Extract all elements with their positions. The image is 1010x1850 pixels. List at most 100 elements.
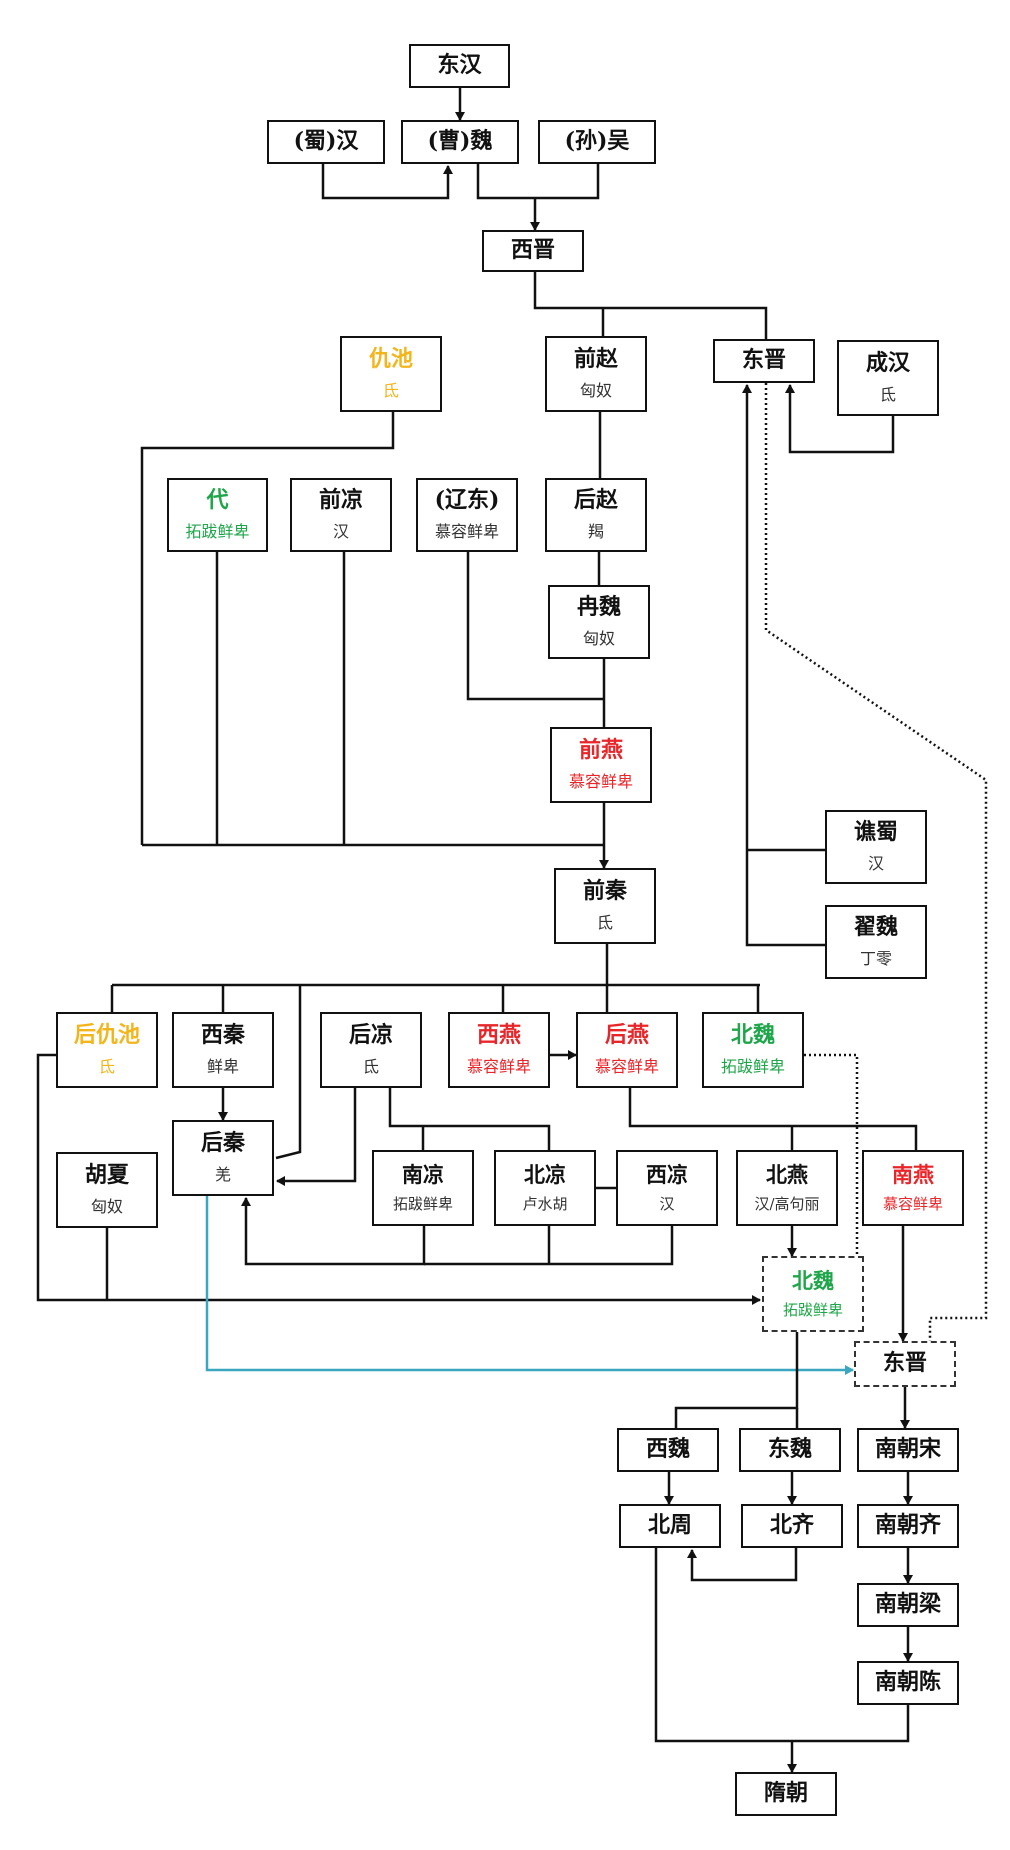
node-xiqin-ethnicity: 鲜卑 [206, 1056, 239, 1076]
node-houyan-name: 后燕 [604, 1022, 649, 1049]
node-dongjin-upper: 东晋 [713, 339, 815, 383]
node-houqin-ethnicity: 羌 [214, 1164, 231, 1184]
node-sunwu-name: (孙)吴 [564, 128, 630, 155]
node-donghan-name: 东汉 [437, 52, 482, 79]
node-caowei: (曹)魏 [401, 120, 519, 164]
node-beiliang: 北凉卢水胡 [494, 1150, 596, 1226]
node-beiwei-lower-name: 北魏 [792, 1267, 834, 1293]
node-beiwei-upper-ethnicity: 拓跋鲜卑 [720, 1056, 785, 1076]
node-beiliang-name: 北凉 [524, 1161, 566, 1187]
connector-11 [466, 552, 604, 701]
connector-50 [687, 1548, 798, 1582]
connector-18 [742, 384, 825, 947]
node-liaodong: (辽东)慕容鲜卑 [416, 478, 518, 552]
node-houqin: 后秦羌 [172, 1120, 274, 1196]
node-xiqin: 西秦鲜卑 [172, 1012, 274, 1088]
node-dongjin-lower: 东晋 [854, 1341, 956, 1387]
node-chenghan: 成汉氐 [837, 340, 939, 416]
node-shuhan: (蜀)汉 [267, 120, 385, 164]
node-nanyan-name: 南燕 [892, 1161, 934, 1187]
connector-46 [674, 1332, 799, 1428]
node-beiwei-lower: 北魏拓跋鲜卑 [762, 1256, 864, 1332]
node-qiaoshu-ethnicity: 汉 [867, 853, 884, 873]
node-qianliang-ethnicity: 汉 [332, 521, 349, 541]
node-qianqin-ethnicity: 氐 [596, 912, 613, 932]
connector-41 [804, 1053, 859, 1270]
node-nanchaochen: 南朝陈 [857, 1661, 959, 1705]
node-houyan: 后燕慕容鲜卑 [576, 1012, 678, 1088]
node-caowei-name: (曹)魏 [427, 128, 493, 155]
node-xiqin-name: 西秦 [200, 1022, 245, 1049]
node-ranwei-name: 冉魏 [576, 594, 621, 621]
connector-45 [205, 1196, 854, 1375]
node-houliang-name: 后凉 [348, 1022, 393, 1049]
node-qianzhao-ethnicity: 匈奴 [579, 380, 612, 400]
connector-30 [276, 1088, 357, 1186]
node-nanchaochen-name: 南朝陈 [874, 1669, 941, 1696]
node-beiliang-ethnicity: 卢水胡 [522, 1195, 568, 1213]
node-qianliang-name: 前凉 [318, 487, 363, 514]
node-nanliang-ethnicity: 拓跋鲜卑 [392, 1195, 453, 1213]
connector-12 [140, 412, 395, 845]
node-dai-ethnicity: 拓跋鲜卑 [185, 521, 250, 541]
node-nanyan-ethnicity: 慕容鲜卑 [882, 1195, 943, 1213]
node-beiqi: 北齐 [741, 1504, 843, 1548]
node-suichao: 隋朝 [735, 1772, 837, 1816]
node-beizhou-name: 北周 [647, 1512, 692, 1539]
node-nanchaoliang-name: 南朝梁 [874, 1591, 941, 1618]
node-xiyan-ethnicity: 慕容鲜卑 [466, 1056, 531, 1076]
node-suichao-name: 隋朝 [763, 1780, 808, 1807]
node-qiaoshu-name: 谯蜀 [853, 819, 898, 846]
node-liaodong-name: (辽东) [434, 487, 500, 514]
node-xiyan: 西燕慕容鲜卑 [448, 1012, 550, 1088]
node-beiyan: 北燕汉/高句丽 [736, 1150, 838, 1226]
node-chenghan-name: 成汉 [865, 350, 910, 377]
connector-38 [424, 1226, 674, 1266]
node-dongwei: 东魏 [739, 1428, 841, 1472]
node-houliang: 后凉氐 [320, 1012, 422, 1088]
connector-55 [654, 1548, 910, 1743]
node-houzhao-name: 后赵 [573, 487, 618, 514]
node-beizhou: 北周 [619, 1504, 721, 1548]
node-beiyan-name: 北燕 [766, 1161, 808, 1187]
node-zhaiwei: 翟魏丁零 [825, 905, 927, 979]
node-shuhan-name: (蜀)汉 [293, 128, 359, 155]
node-dai-name: 代 [206, 487, 229, 514]
node-xiliang-ethnicity: 汉 [659, 1195, 675, 1213]
connector-31 [388, 1088, 551, 1150]
node-zhaiwei-name: 翟魏 [853, 914, 898, 941]
node-nanchaoqi: 南朝齐 [857, 1504, 959, 1548]
node-dai: 代拓跋鲜卑 [167, 478, 268, 552]
node-houchouchi: 后仇池氐 [56, 1012, 158, 1088]
node-beiwei-upper-name: 北魏 [730, 1022, 775, 1049]
node-beiwei-upper: 北魏拓跋鲜卑 [702, 1012, 804, 1088]
connector-3 [476, 164, 600, 200]
node-chouchi-ethnicity: 氐 [382, 380, 399, 400]
node-houqin-name: 后秦 [200, 1130, 245, 1157]
node-xiliang-name: 西凉 [646, 1161, 688, 1187]
node-xijin-name: 西晋 [510, 237, 555, 264]
connector-8 [785, 384, 895, 454]
node-beiyan-ethnicity: 汉/高句丽 [754, 1195, 820, 1213]
node-chenghan-ethnicity: 氐 [879, 384, 896, 404]
node-houliang-ethnicity: 氐 [362, 1056, 379, 1076]
node-nanliang: 南凉拓跋鲜卑 [372, 1150, 474, 1226]
node-chouchi-name: 仇池 [368, 346, 413, 373]
node-nanchaosong-name: 南朝宋 [874, 1436, 941, 1463]
node-xiliang: 西凉汉 [616, 1150, 718, 1226]
node-huxia-name: 胡夏 [84, 1162, 129, 1189]
node-nanchaoqi-name: 南朝齐 [874, 1512, 941, 1539]
node-dongjin-upper-name: 东晋 [741, 347, 786, 374]
node-houzhao: 后赵羯 [545, 478, 647, 552]
connector-5 [533, 272, 768, 339]
node-houzhao-ethnicity: 羯 [587, 521, 604, 541]
node-nanliang-name: 南凉 [402, 1161, 444, 1187]
node-nanchaoliang: 南朝梁 [857, 1583, 959, 1627]
node-qiaoshu: 谯蜀汉 [825, 810, 927, 884]
node-nanyan: 南燕慕容鲜卑 [862, 1150, 964, 1226]
node-zhaiwei-ethnicity: 丁零 [859, 948, 892, 968]
connector-34 [628, 1088, 918, 1150]
connector-27 [275, 985, 302, 1160]
